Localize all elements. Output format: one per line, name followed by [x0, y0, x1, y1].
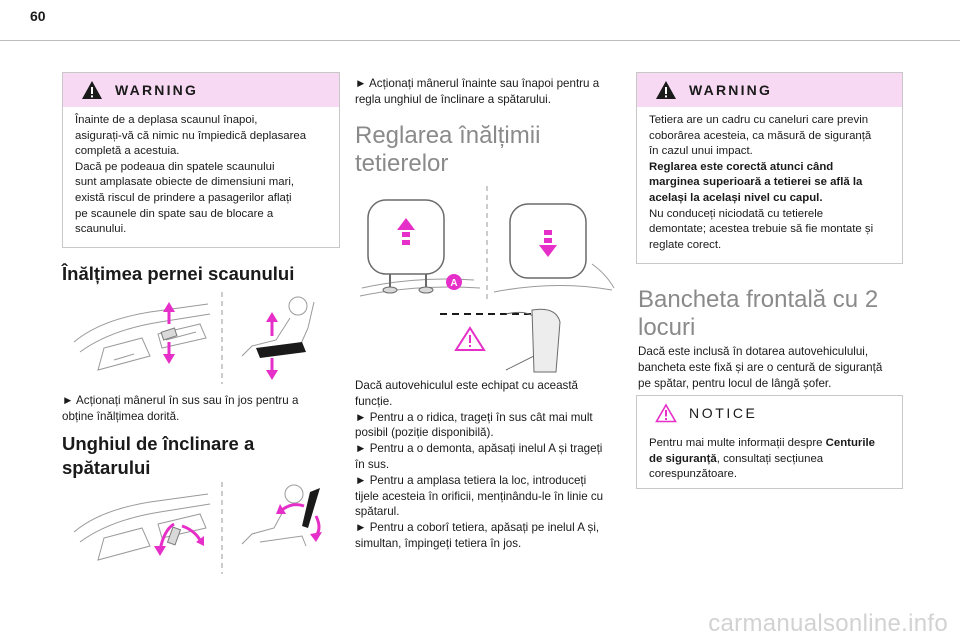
body-line: ► Pentru a o demonta, apăsați inelul A ș… [355, 442, 603, 456]
notice-line: de siguranță, consultați secțiunea [649, 452, 890, 468]
heading-line: tetierelor [355, 150, 449, 177]
body-line: posibil (poziție disponibilă). [355, 426, 494, 440]
seat-height-heading: Înălțimea pernei scaunului [62, 263, 295, 284]
body-line: regla unghiul de înclinare a spătarului. [355, 92, 551, 106]
caution-triangle-icon [454, 326, 486, 351]
notice-triangle-icon [655, 403, 677, 423]
notice-text: , consultați secțiunea [716, 452, 824, 465]
body-line: ► Pentru a amplasa tetiera la loc, intro… [355, 473, 587, 487]
body-line: bancheta este fixă și are o centură de s… [638, 360, 883, 374]
warning-box-header: WARNING [637, 73, 902, 107]
front-bench-description: Dacă este inclusă în dotarea autovehicul… [638, 344, 882, 391]
warning-line: Dacă pe podeaua din spatele scaunului [75, 160, 275, 173]
body-line: tijele acesteia în orificii, menținându-… [355, 489, 604, 503]
heading-line: locuri [638, 314, 696, 341]
body-line: ► Acționați mânerul în sus sau în jos pe… [62, 394, 299, 407]
body-line: Dacă este inclusă în dotarea autovehicul… [638, 345, 869, 358]
headrest-instructions: Dacă autovehiculul este echipat cu aceas… [355, 378, 603, 552]
warning-bold-line: marginea superioară a tetierei se află l… [649, 176, 863, 189]
warning-line: Nu conduceți niciodată cu tetierele [649, 207, 824, 220]
warning-body: Înainte de a deplasa scaunul înapoi, asi… [63, 107, 339, 246]
heading-line: Bancheta frontală cu 2 [638, 286, 879, 313]
warning-box-headrest: WARNING Tetiera are un cadru cu caneluri… [636, 72, 903, 264]
notice-link-text: de siguranță [649, 452, 717, 465]
heading-line: Unghiul de înclinare a [62, 433, 255, 454]
warning-triangle-icon [82, 81, 102, 99]
headrest-heading: Reglarea înălțimii tetierelor [355, 122, 540, 178]
page-number: 60 [30, 8, 46, 24]
warning-bold-line: același la același nivel cu capul. [649, 191, 823, 204]
body-line: ► Pentru a o ridica, trageți în sus cât … [355, 410, 593, 424]
headrest-illustration: A [359, 186, 615, 373]
warning-line: Înainte de a deplasa scaunul înapoi, [75, 114, 258, 126]
warning-line: sunt amplasate obiecte de dimensiuni mar… [75, 176, 295, 189]
body-line: simultan, împingeți tetiera în jos. [355, 536, 522, 550]
header-rule [0, 40, 960, 41]
warning-line: reglate corect. [649, 238, 722, 251]
front-bench-heading: Bancheta frontală cu 2 locuri [638, 286, 878, 342]
warning-line: scaunului. [75, 223, 127, 236]
notice-line: corespunzătoare. [649, 468, 738, 481]
body-line: spătarul. [355, 505, 400, 519]
label-a: A [450, 278, 457, 289]
warning-line: asigurați-vă că nimic nu împiedică depla… [75, 129, 307, 142]
backrest-angle-illustration [73, 482, 322, 574]
heading-line: spătarului [62, 457, 151, 478]
body-line: funcție. [355, 394, 393, 408]
warning-triangle-icon [656, 81, 676, 99]
notice-text: Pentru mai multe informații despre [649, 437, 826, 449]
body-line: Dacă autovehiculul este echipat cu aceas… [355, 379, 578, 392]
notice-box: NOTICE Pentru mai multe informații despr… [636, 395, 903, 489]
warning-line: în cazul unui impact. [649, 145, 753, 158]
warning-title: WARNING [115, 82, 199, 98]
body-line: pe spătar, pentru locul de lângă șofer. [638, 376, 832, 390]
body-line: ► Acționați mânerul înainte sau înapoi p… [355, 77, 600, 90]
seat-height-illustration [73, 292, 315, 384]
warning-box-header: WARNING [63, 73, 339, 107]
backrest-angle-heading: Unghiul de înclinare a spătarului [62, 432, 254, 480]
body-line: ► Pentru a coborî tetiera, apăsați pe in… [355, 521, 600, 535]
warning-box-seat: WARNING Înainte de a deplasa scaunul îna… [62, 72, 340, 248]
notice-body: Pentru mai multe informații despre Centu… [637, 430, 902, 491]
notice-box-header: NOTICE [637, 396, 902, 430]
warning-line: Tetiera are un cadru cu caneluri care pr… [649, 114, 869, 126]
watermark: carmanualsonline.info [708, 610, 948, 637]
heading-line: Reglarea înălțimii [355, 122, 541, 149]
warning-body: Tetiera are un cadru cu caneluri care pr… [637, 107, 902, 261]
warning-line: există riscul de prindere a pasagerilor … [75, 191, 292, 204]
warning-line: completă a acestuia. [75, 145, 180, 158]
backrest-instructions: ► Acționați mânerul înainte sau înapoi p… [355, 76, 599, 108]
warning-line: pe scaunele din spate sau de blocare a [75, 207, 274, 220]
warning-title: WARNING [689, 82, 773, 98]
notice-line: Pentru mai multe informații despre Centu… [649, 436, 890, 452]
warning-line: demontate; acestea trebuie să fie montat… [649, 223, 874, 236]
warning-line: coborârea acesteia, ca măsură de siguran… [649, 129, 872, 142]
notice-title: NOTICE [689, 405, 758, 421]
seat-height-instructions: ► Acționați mânerul în sus sau în jos pe… [62, 393, 298, 425]
notice-link-text: Centurile [825, 437, 876, 449]
warning-bold-line: Reglarea este corectă atunci când [649, 160, 834, 173]
body-line: obține înălțimea dorită. [62, 409, 180, 423]
body-line: în sus. [355, 457, 390, 471]
